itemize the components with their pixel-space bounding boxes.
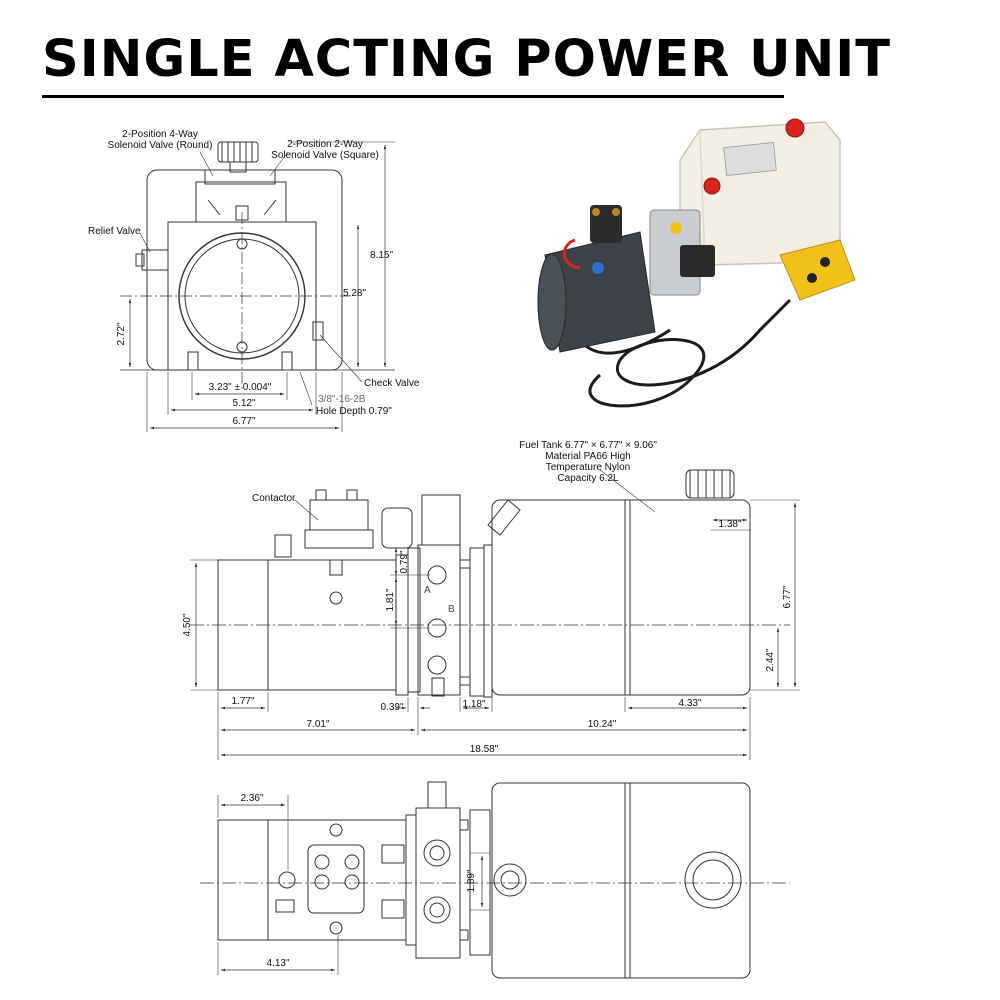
photo-remote xyxy=(779,239,856,301)
side-mount-plate xyxy=(469,547,485,697)
photo-tank-plug xyxy=(703,177,721,195)
dim-overall-length: 18.58" xyxy=(470,744,499,755)
dim-bolt-spacing: 3.23" ± 0.004" xyxy=(209,382,272,393)
front-valve-top xyxy=(204,169,276,185)
side-tank xyxy=(491,499,751,696)
dim-port-spacing: 1.81" xyxy=(385,588,396,611)
label-tank-l4: Capacity 6.2L xyxy=(557,473,619,484)
dim-height-center: 5.28" xyxy=(343,288,366,299)
label-2way-valve-l1: 2-Position 2-Way xyxy=(287,139,363,150)
dim-tank-length: 10.24" xyxy=(588,719,617,730)
side-view xyxy=(190,469,800,760)
dim-tank-center: 2.44" xyxy=(765,648,776,671)
dim-motor-offset: 2.36" xyxy=(240,793,263,804)
label-relief-valve: Relief Valve xyxy=(88,226,141,237)
dim-port-a-offset: 0.79" xyxy=(399,550,410,573)
page-title: SINGLE ACTING POWER UNIT xyxy=(42,30,892,89)
cable xyxy=(588,298,792,408)
front-relief-valve xyxy=(141,249,169,271)
dim-base-width: 5.12" xyxy=(232,398,255,409)
label-tank-l3: Temperature Nylon xyxy=(546,462,630,473)
label-check-valve: Check Valve xyxy=(364,378,420,389)
photo-solenoid xyxy=(680,245,715,277)
dim-motor-length: 7.01" xyxy=(306,719,329,730)
side-view-text: Contactor Fuel Tank 6.77" × 6.77" × 9.06… xyxy=(182,440,793,755)
front-check-valve xyxy=(312,321,324,341)
photo-tank-cap xyxy=(785,118,805,138)
dim-top-port-spacing: 1.89" xyxy=(466,869,477,892)
top-view xyxy=(200,781,790,979)
label-2way-valve-l2: Solenoid Valve (Square) xyxy=(271,150,379,161)
side-solenoid xyxy=(421,494,461,546)
dim-overall-width: 6.77" xyxy=(232,416,255,427)
label-port-a: A xyxy=(424,585,431,596)
label-tank-l1: Fuel Tank 6.77" × 6.77" × 9.06" xyxy=(519,440,657,451)
title-underline xyxy=(42,95,784,98)
dim-cap-width: 1.38" xyxy=(718,519,741,530)
front-view-text: 2-Position 4-Way Solenoid Valve (Round) … xyxy=(88,129,420,427)
label-contactor: Contactor xyxy=(252,493,296,504)
dim-motor-end: 1.77" xyxy=(231,696,254,707)
label-hole-depth: Hole Depth 0.79" xyxy=(316,406,392,417)
front-valve-block xyxy=(195,181,287,223)
label-port-b: B xyxy=(448,604,455,615)
dim-block: 1.18" xyxy=(462,699,485,710)
top-motor-body xyxy=(217,819,407,941)
front-view xyxy=(120,141,395,432)
label-4way-valve-l1: 2-Position 4-Way xyxy=(122,129,198,140)
label-tank-l2: Material PA66 High xyxy=(545,451,630,462)
dim-tank-height: 6.77" xyxy=(782,585,793,608)
label-thread: 3/8"-16-2B xyxy=(318,394,366,405)
top-view-text: 2.36" 1.89" 4.13" xyxy=(240,793,477,969)
dim-motor-diameter: 4.50" xyxy=(182,613,193,636)
dim-height-mount: 2.72" xyxy=(116,322,127,345)
product-photo xyxy=(537,118,856,408)
side-tank-cap xyxy=(685,469,735,499)
top-contactor xyxy=(307,844,365,914)
photo-tank-label xyxy=(723,142,777,176)
side-contactor xyxy=(309,499,369,531)
top-tank xyxy=(491,782,751,979)
dim-height-total: 8.15" xyxy=(370,250,393,261)
top-mount-plate xyxy=(469,809,491,956)
side-valve-block xyxy=(417,544,461,696)
dim-flange: 0.39" xyxy=(380,702,403,713)
dim-mount-offset: 4.13" xyxy=(266,958,289,969)
dim-tank-tail: 4.33" xyxy=(678,698,701,709)
top-tank-cap xyxy=(684,851,742,909)
label-4way-valve-l2: Solenoid Valve (Round) xyxy=(108,140,213,151)
